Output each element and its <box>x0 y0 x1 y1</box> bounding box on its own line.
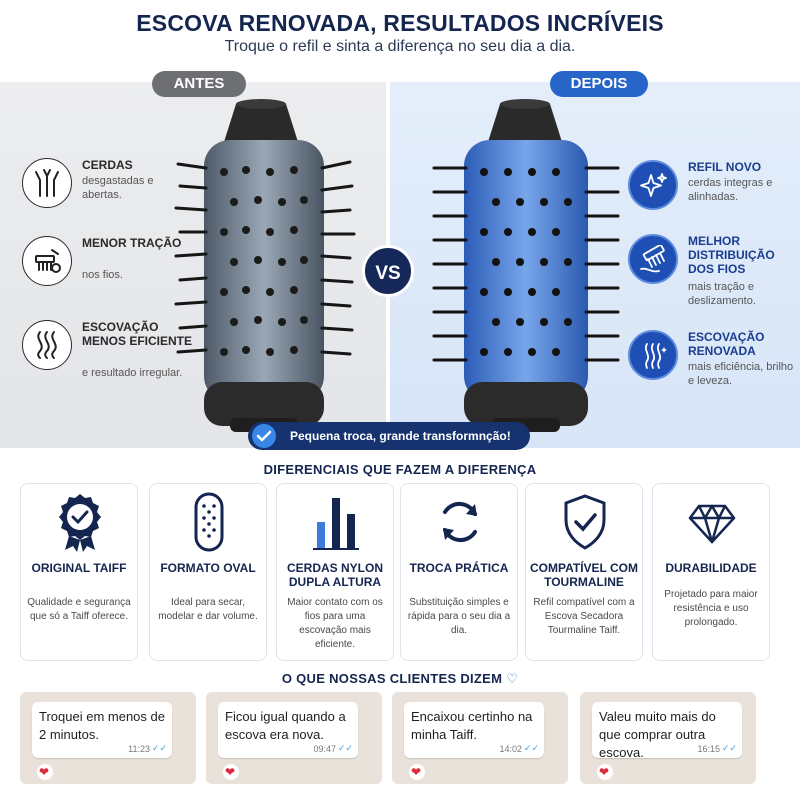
heart-icon: ❤ <box>223 764 239 780</box>
oval-brush-icon <box>194 492 224 552</box>
card-title: FORMATO OVAL <box>160 561 256 575</box>
chat-bubble: Encaixou certinho na minha Taiff. 14:02 … <box>404 702 544 758</box>
review-card: Encaixou certinho na minha Taiff. 14:02 … <box>392 692 568 784</box>
before-after-comparison: ANTES DEPOIS CERDAS desgastadas e aberta… <box>0 68 800 450</box>
after-feature-refill: REFIL NOVO cerdas integras e alinhadas. <box>628 160 798 230</box>
feature-desc: nos fios. <box>82 269 123 281</box>
reviews-title: O QUE NOSSAS CLIENTES DIZEM ♡ <box>0 671 800 687</box>
review-time: 16:15 <box>697 744 720 754</box>
sparkle-icon <box>628 160 678 210</box>
feature-title: ESCOVAÇÃO MENOS EFICIENTE <box>82 320 193 348</box>
differentials-title: DIFERENCIAIS QUE FAZEM A DIFERENÇA <box>263 462 537 477</box>
double-check-icon: ✓✓ <box>337 743 353 753</box>
chat-bubble: Troquei em menos de 2 minutos. 11:23 ✓✓ <box>32 702 172 758</box>
comb-icon <box>628 234 678 284</box>
heart-icon: ❤ <box>37 764 53 780</box>
card-title: TROCA PRÁTICA <box>409 561 509 575</box>
card-oval-shape: FORMATO OVAL Ideal para secar, modelar e… <box>149 483 267 661</box>
bar-chart-icon <box>313 498 359 550</box>
card-nylon-bristles: CERDAS NYLON DUPLA ALTURA Maior contato … <box>276 483 394 661</box>
after-label: DEPOIS <box>550 71 648 97</box>
banner-text: Pequena troca, grande transformnção! <box>290 429 511 443</box>
feature-desc: mais eficiência, brilho e leveza. <box>688 361 794 387</box>
chat-bubble: Ficou igual quando a escova era nova. 09… <box>218 702 358 758</box>
shield-check-icon <box>564 494 606 550</box>
review-text: Valeu muito mais do que comprar outra es… <box>599 709 716 760</box>
card-desc: Qualidade e segurança que só a Taiff ofe… <box>27 597 131 622</box>
feature-desc: e resultado irregular. <box>82 367 183 379</box>
feature-desc: mais tração e deslizamento. <box>688 281 756 307</box>
feature-title: ESCOVAÇÃO RENOVADA <box>688 330 765 358</box>
worn-bristles-icon <box>22 158 72 208</box>
feature-title: REFIL NOVO <box>688 160 762 174</box>
double-check-icon: ✓✓ <box>721 743 737 753</box>
reviews-title-text: O QUE NOSSAS CLIENTES DIZEM <box>281 671 503 686</box>
before-feature-bristles: CERDAS desgastadas e abertas. <box>22 158 192 228</box>
new-brush-image <box>432 99 620 432</box>
card-title: COMPATÍVEL COM TOURMALINE <box>530 561 638 589</box>
card-easy-swap: TROCA PRÁTICA Substituição simples e ráp… <box>400 483 518 661</box>
review-text: Encaixou certinho na minha Taiff. <box>411 709 533 742</box>
review-time: 11:23 <box>128 744 150 754</box>
page-subtitle: Troque o refil e sinta a diferença no se… <box>224 38 576 55</box>
card-desc: Substituição simples e rápida para o seu… <box>407 597 511 636</box>
feature-desc: desgastadas e abertas. <box>82 175 154 201</box>
review-time: 09:47 <box>313 744 336 754</box>
feature-title: MENOR TRAÇÃO <box>82 236 182 250</box>
review-time: 14:02 <box>499 744 522 754</box>
page-header: ESCOVA RENOVADA, RESULTADOS INCRÍVEIS Tr… <box>0 0 800 68</box>
card-desc: Refil compatível com a Escova Secadora T… <box>533 597 635 636</box>
card-desc: Maior contato com os fios para uma escov… <box>287 597 383 650</box>
card-desc: Projetado para maior resistência e uso p… <box>664 589 758 628</box>
card-title: CERDAS NYLON DUPLA ALTURA <box>286 561 383 589</box>
review-text: Ficou igual quando a escova era nova. <box>225 709 346 742</box>
before-label: ANTES <box>152 71 246 97</box>
feature-title: CERDAS <box>82 158 133 172</box>
after-feature-distribution: MELHOR DISTRIBUIÇÃO DOS FIOS mais tração… <box>628 234 798 307</box>
card-title: ORIGINAL TAIFF <box>31 561 127 575</box>
review-text: Troquei em menos de 2 minutos. <box>39 709 165 742</box>
transformation-banner: Pequena troca, grande transformnção! <box>248 422 530 450</box>
after-panel <box>390 82 800 448</box>
before-feature-efficiency: ESCOVAÇÃO MENOS EFICIENTE e resultado ir… <box>22 320 192 390</box>
card-tourmaline: COMPATÍVEL COM TOURMALINE Refil compatív… <box>525 483 643 661</box>
smooth-hair-icon <box>628 330 678 380</box>
vs-badge: VS <box>362 245 414 297</box>
check-icon <box>252 424 276 448</box>
card-title: DURABILIDADE <box>665 561 757 575</box>
double-check-icon: ✓✓ <box>523 743 539 753</box>
feature-title: MELHOR DISTRIBUIÇÃO DOS FIOS <box>688 234 775 276</box>
tangled-comb-icon <box>22 236 72 286</box>
heart-outline-icon: ♡ <box>506 671 519 686</box>
refresh-icon <box>443 501 477 543</box>
card-durability: DURABILIDADE Projetado para maior resist… <box>652 483 770 661</box>
double-check-icon: ✓✓ <box>151 743 167 753</box>
chat-bubble: Valeu muito mais do que comprar outra es… <box>592 702 742 760</box>
wavy-hair-icon <box>22 320 72 370</box>
card-original-taiff: ORIGINAL TAIFF Qualidade e segurança que… <box>20 483 138 661</box>
before-feature-traction: MENOR TRAÇÃO nos fios. <box>22 236 192 306</box>
review-card: Valeu muito mais do que comprar outra es… <box>580 692 756 784</box>
diamond-icon <box>688 504 736 544</box>
page-title: ESCOVA RENOVADA, RESULTADOS INCRÍVEIS <box>136 10 664 36</box>
feature-desc: cerdas integras e alinhadas. <box>688 177 773 203</box>
card-desc: Ideal para secar, modelar e dar volume. <box>158 597 258 622</box>
after-feature-renewed: ESCOVAÇÃO RENOVADA mais eficiência, bril… <box>628 330 798 400</box>
review-card: Ficou igual quando a escova era nova. 09… <box>206 692 382 784</box>
badge-check-icon <box>59 494 101 552</box>
review-card: Troquei em menos de 2 minutos. 11:23 ✓✓ … <box>20 692 196 784</box>
heart-icon: ❤ <box>597 764 613 780</box>
heart-icon: ❤ <box>409 764 425 780</box>
